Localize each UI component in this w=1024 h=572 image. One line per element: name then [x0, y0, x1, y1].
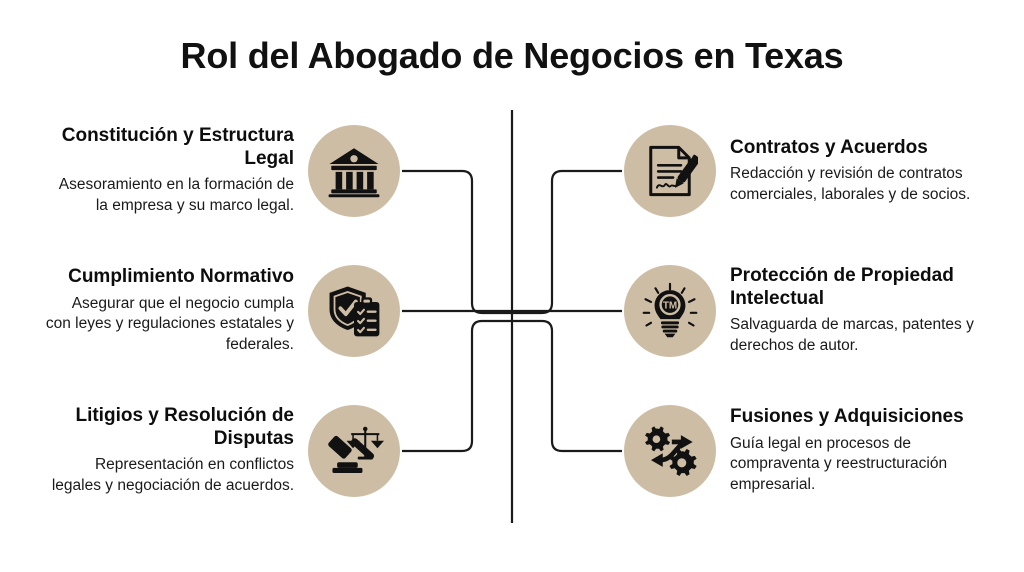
connector-right-3 — [512, 319, 622, 453]
item-litigios-resolucion-disputas[interactable]: Litigios y Resolución de Disputas Repres… — [44, 405, 400, 497]
item-description: Asegurar que el negocio cumpla con leyes… — [45, 294, 294, 353]
bank-columns-icon — [328, 148, 380, 198]
item-heading: Protección de Propiedad Intelectual — [730, 265, 954, 309]
item-heading: Contratos y Acuerdos — [730, 136, 928, 158]
gavel-scales-icon — [328, 426, 384, 474]
item-text-block: Litigios y Resolución de Disputas Repres… — [44, 405, 294, 496]
icon-medallion[interactable] — [624, 405, 716, 497]
item-text-block: Constitución y Estructura Legal Asesoram… — [44, 125, 294, 216]
gears-arrows-icon — [645, 426, 697, 477]
page-title: Rol del Abogado de Negocios en Texas — [180, 35, 844, 76]
item-description: Asesoramiento en la formación de la empr… — [58, 176, 294, 214]
item-text-block: Protección de Propiedad Intelectual Salv… — [730, 265, 980, 356]
item-description: Guía legal en procesos de compraventa y … — [730, 434, 948, 493]
shield-checklist-icon — [329, 286, 380, 337]
icon-medallion[interactable] — [308, 265, 400, 357]
item-description: Representación en conflictos legales y n… — [51, 456, 294, 494]
connector-left-1 — [402, 169, 512, 315]
item-text-block: Contratos y Acuerdos Redacción y revisió… — [730, 137, 980, 206]
item-heading: Litigios y Resolución de Disputas — [75, 405, 294, 449]
item-text-block: Cumplimiento Normativo Asegurar que el n… — [44, 266, 294, 355]
item-text-block: Fusiones y Adquisiciones Guía legal en p… — [730, 406, 980, 495]
item-contratos-acuerdos[interactable]: Contratos y Acuerdos Redacción y revisió… — [624, 125, 980, 217]
icon-medallion[interactable] — [308, 125, 400, 217]
item-description: Redacción y revisión de contratos comerc… — [730, 165, 971, 203]
contract-pen-icon — [649, 145, 698, 197]
item-heading: Constitución y Estructura Legal — [61, 125, 294, 169]
item-heading: Fusiones y Adquisiciones — [730, 406, 964, 428]
connector-right-1 — [512, 169, 622, 315]
icon-medallion[interactable] — [624, 125, 716, 217]
item-heading: Cumplimiento Normativo — [68, 266, 294, 288]
item-description: Salvaguarda de marcas, patentes y derech… — [730, 316, 974, 354]
connector-left-3 — [402, 319, 512, 453]
item-constitucion-estructura-legal[interactable]: Constitución y Estructura Legal Asesoram… — [44, 125, 400, 217]
icon-medallion[interactable]: TM — [624, 265, 716, 357]
item-cumplimiento-normativo[interactable]: Cumplimiento Normativo Asegurar que el n… — [44, 265, 400, 357]
icon-medallion[interactable] — [308, 405, 400, 497]
item-proteccion-propiedad-intelectual[interactable]: TM Protección de Propiedad Intelectual S… — [624, 265, 980, 357]
item-fusiones-adquisiciones[interactable]: Fusiones y Adquisiciones Guía legal en p… — [624, 405, 980, 497]
lightbulb-trademark-icon: TM — [642, 282, 698, 338]
svg-text:TM: TM — [663, 301, 677, 312]
